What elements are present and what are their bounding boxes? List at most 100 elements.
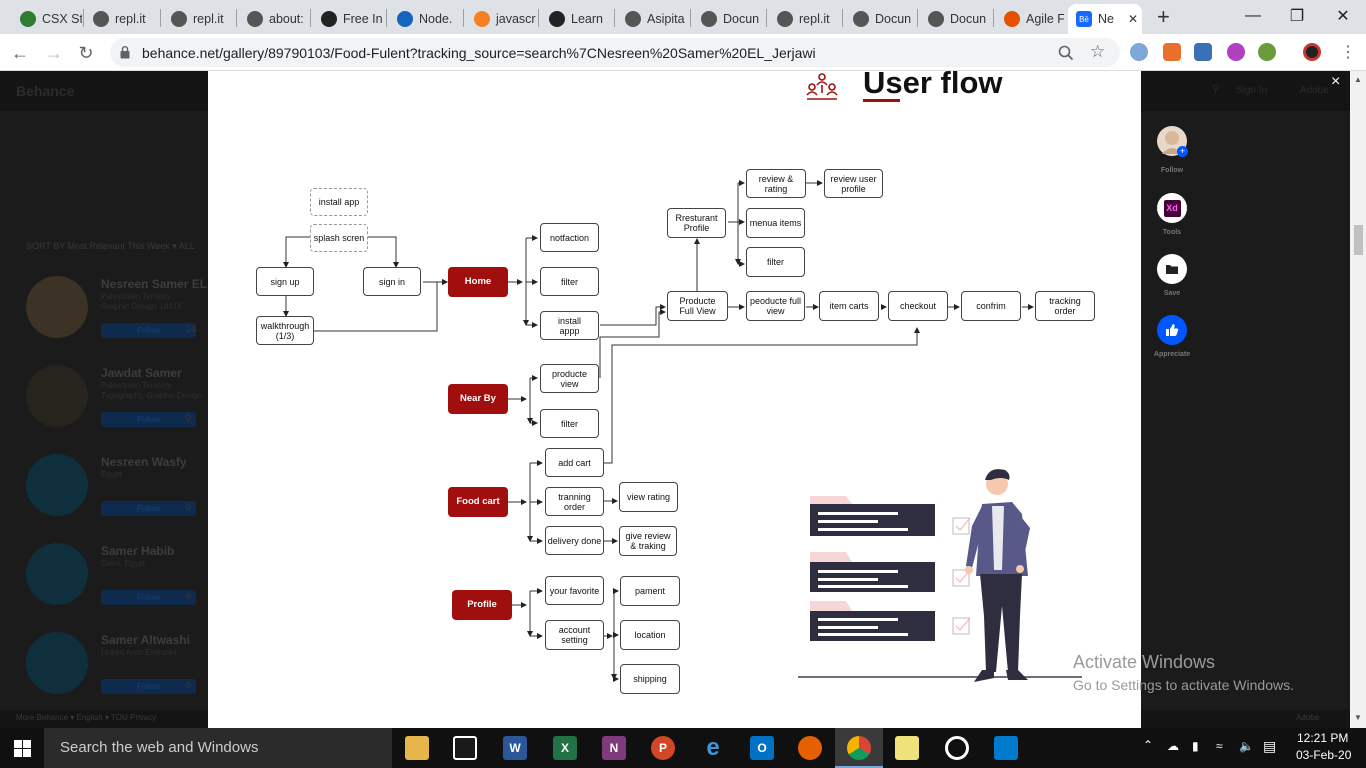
zoom-icon[interactable]	[1058, 45, 1074, 61]
behance-logo[interactable]: Behance	[16, 83, 75, 99]
scroll-down-icon[interactable]: ▼	[1354, 713, 1362, 722]
close-modal-icon[interactable]: ×	[1331, 73, 1341, 90]
browser-tab[interactable]: about:	[239, 4, 309, 34]
person-name[interactable]: Nesreen Samer EL	[101, 277, 208, 291]
scrollbar-thumb[interactable]	[1354, 225, 1363, 255]
follow-button[interactable]: Follow	[101, 590, 196, 605]
outlook-icon[interactable]: O	[750, 736, 774, 760]
follow-button[interactable]: Follow	[101, 412, 196, 427]
browser-tab[interactable]: Free In	[313, 4, 385, 34]
back-icon[interactable]: ←	[11, 42, 29, 63]
browser-tab[interactable]: repl.it	[85, 4, 159, 34]
tab-separator	[766, 9, 767, 27]
windows-taskbar: Search the web and Windows W X N P e O ⌃…	[0, 728, 1366, 768]
thumbs-up-icon	[1166, 324, 1179, 336]
browser-tab[interactable]: repl.it	[163, 4, 235, 34]
extension-icon[interactable]	[1227, 43, 1245, 61]
media-player-icon[interactable]	[945, 736, 969, 760]
clock-time[interactable]: 12:21 PM	[1297, 731, 1349, 745]
page-scrollbar[interactable]: ▲ ▼	[1350, 71, 1366, 728]
globe-icon	[853, 11, 869, 27]
footer-adobe[interactable]: Adobe	[1296, 713, 1320, 722]
bookmark-star-icon[interactable]: ☆	[1090, 42, 1106, 61]
activate-windows-subtitle[interactable]: Go to Settings to activate Windows.	[1073, 677, 1294, 693]
sign-in-link[interactable]: Sign In	[1236, 85, 1268, 96]
clock-date[interactable]: 03-Feb-20	[1296, 748, 1352, 762]
edge-icon[interactable]: e	[706, 734, 720, 761]
browser-tab[interactable]: Docun	[845, 4, 916, 34]
browser-tab[interactable]: Learn	[541, 4, 613, 34]
flow-node-delivery-done: delivery done	[545, 526, 604, 555]
sort-by[interactable]: SORT BY Most Relevant This Week ▾ ALL	[26, 241, 195, 251]
owner-avatar[interactable]: +	[1157, 126, 1188, 157]
excel-icon[interactable]: X	[553, 736, 577, 760]
extension-icon[interactable]	[1130, 43, 1148, 61]
avatar[interactable]	[26, 543, 88, 605]
follow-plus-icon[interactable]: +	[1177, 146, 1188, 157]
profile-avatar[interactable]	[1303, 43, 1321, 61]
avatar[interactable]	[26, 365, 88, 427]
volume-icon[interactable]: 🔈	[1239, 739, 1254, 753]
word-icon[interactable]: W	[503, 736, 527, 760]
extension-icon[interactable]	[1258, 43, 1276, 61]
reload-icon[interactable]: ↻	[78, 42, 94, 63]
notifications-icon[interactable]: ▤	[1263, 738, 1277, 754]
browser-tab[interactable]: CSX St	[12, 4, 82, 34]
person-name[interactable]: Nesreen Wasfy	[101, 455, 187, 469]
tab-label: repl.it	[799, 12, 830, 26]
menu-icon[interactable]: ⋮	[1340, 44, 1356, 61]
close-window-button[interactable]: ✕	[1336, 8, 1350, 25]
tab-label: Asipita	[647, 12, 685, 26]
avatar[interactable]	[26, 632, 88, 694]
tray-chevron-icon[interactable]: ⌃	[1143, 738, 1154, 752]
browser-tab[interactable]: javascr	[466, 4, 537, 34]
browser-tab[interactable]: Node.	[389, 4, 462, 34]
address-bar[interactable]: behance.net/gallery/89790103/Food-Fulent…	[110, 38, 1120, 67]
vscode-icon[interactable]	[994, 736, 1018, 760]
follow-button[interactable]: Follow	[101, 501, 196, 516]
wifi-icon[interactable]: ≈	[1216, 739, 1223, 753]
tab-close-icon[interactable]: ✕	[1127, 12, 1139, 26]
powerpoint-icon[interactable]: P	[651, 736, 675, 760]
extension-icon[interactable]	[1194, 43, 1212, 61]
folder-icon	[1166, 265, 1178, 274]
browser-tab[interactable]: Agile F	[996, 4, 1064, 34]
firefox-icon[interactable]	[798, 736, 822, 760]
scroll-up-icon[interactable]: ▲	[1354, 75, 1362, 84]
browser-tab[interactable]: Docun	[693, 4, 765, 34]
maximize-button[interactable]: ❐	[1289, 8, 1305, 25]
new-tab-button[interactable]: +	[1157, 4, 1170, 29]
minimize-button[interactable]: —	[1245, 7, 1261, 24]
sticky-notes-icon[interactable]	[895, 736, 919, 760]
windows-start-icon[interactable]	[14, 740, 31, 757]
file-explorer-icon[interactable]	[405, 736, 429, 760]
onenote-icon[interactable]: N	[602, 736, 626, 760]
tools-button[interactable]: Xd	[1157, 193, 1187, 223]
chrome-taskbar-button[interactable]	[835, 728, 883, 768]
forward-icon[interactable]: →	[45, 42, 63, 63]
battery-icon[interactable]: ▮	[1192, 739, 1199, 753]
taskbar-search[interactable]: Search the web and Windows	[44, 728, 392, 768]
tab-label: Agile F	[1026, 12, 1064, 26]
person-location: Palestinian Territory	[101, 292, 172, 301]
search-icon[interactable]: ⚲	[1212, 84, 1220, 95]
person-name[interactable]: Samer Habib	[101, 544, 175, 558]
browser-tab[interactable]: repl.it	[769, 4, 841, 34]
follow-button[interactable]: Follow	[101, 323, 196, 338]
adobe-link[interactable]: Adobe	[1300, 85, 1329, 96]
person-name[interactable]: Samer Altwashi	[101, 633, 190, 647]
browser-tab[interactable]: Docun	[920, 4, 992, 34]
browser-tab[interactable]: Asipita	[617, 4, 689, 34]
save-button[interactable]	[1157, 254, 1187, 284]
flow-node-menua-items: menua items	[746, 208, 805, 238]
avatar[interactable]	[26, 276, 88, 338]
avatar[interactable]	[26, 454, 88, 516]
onedrive-icon[interactable]: ☁	[1167, 739, 1179, 753]
follow-button[interactable]: Follow	[101, 679, 196, 694]
extension-icon[interactable]	[1163, 43, 1181, 61]
footer-links[interactable]: More Behance ▾ English ▾ TOU Privacy	[16, 713, 157, 722]
appreciate-button[interactable]	[1157, 315, 1187, 345]
person-name[interactable]: Jawdat Samer	[101, 366, 182, 380]
store-icon[interactable]	[453, 736, 477, 760]
